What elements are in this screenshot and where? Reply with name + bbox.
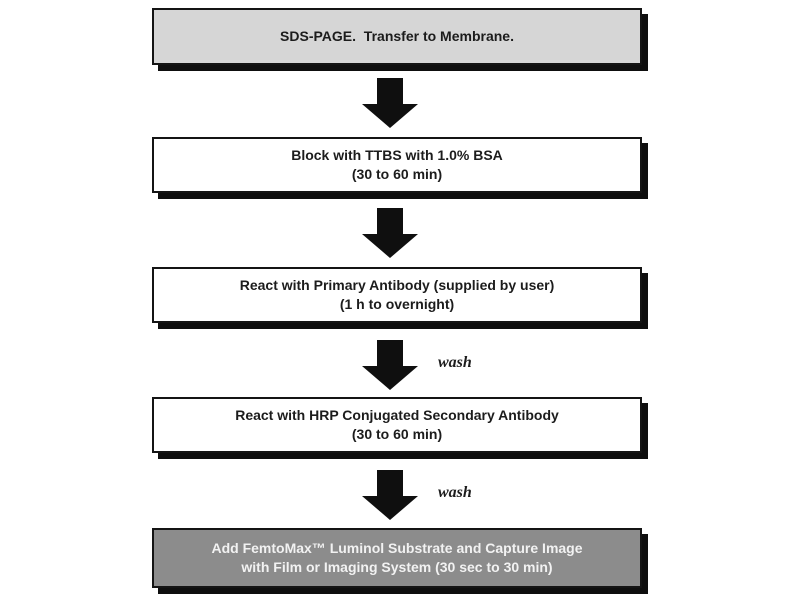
- step-sublabel: (30 to 60 min): [351, 426, 443, 442]
- flow-step-substrate-capture: Add FemtoMax™ Luminol Substrate and Capt…: [152, 528, 642, 588]
- step-sublabel: (1 h to overnight): [339, 296, 455, 312]
- step-label: Add FemtoMax™ Luminol Substrate and Capt…: [211, 540, 583, 556]
- down-arrow-icon: [362, 78, 418, 128]
- down-arrow-icon: [362, 208, 418, 258]
- step-label: React with Primary Antibody (supplied by…: [239, 277, 555, 293]
- flow-step-sds-page: SDS-PAGE. Transfer to Membrane.: [152, 8, 642, 65]
- down-arrow-icon: [362, 470, 418, 520]
- flow-step-block: Block with TTBS with 1.0% BSA (30 to 60 …: [152, 137, 642, 193]
- step-sublabel: with Film or Imaging System (30 sec to 3…: [241, 559, 553, 575]
- wash-label: wash: [438, 354, 472, 371]
- step-label: Block with TTBS with 1.0% BSA: [291, 147, 503, 163]
- step-label: React with HRP Conjugated Secondary Anti…: [235, 407, 559, 423]
- wash-label: wash: [438, 484, 472, 501]
- flow-step-secondary-antibody: React with HRP Conjugated Secondary Anti…: [152, 397, 642, 453]
- step-sublabel: (30 to 60 min): [351, 166, 443, 182]
- down-arrow-icon: [362, 340, 418, 390]
- step-label: SDS-PAGE. Transfer to Membrane.: [280, 28, 514, 44]
- flow-step-primary-antibody: React with Primary Antibody (supplied by…: [152, 267, 642, 323]
